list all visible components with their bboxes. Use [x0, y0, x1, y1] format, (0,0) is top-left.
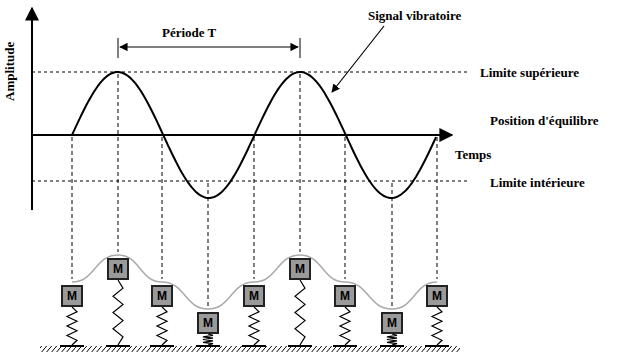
period-arrow: [120, 46, 298, 47]
lower-limit-line: [32, 181, 470, 182]
mass-label: M: [432, 290, 442, 302]
projection-line: [208, 183, 209, 306]
mass-label: M: [113, 263, 123, 275]
mass-block: M: [61, 285, 83, 307]
projection-line: [254, 137, 255, 279]
spring: [249, 307, 259, 345]
time-axis-label: Temps: [455, 148, 491, 161]
upper-limit-label: Limite supérieure: [480, 66, 579, 79]
mass-block: M: [151, 285, 173, 307]
upper-limit-line: [32, 72, 470, 73]
period-label: Période T: [162, 26, 216, 39]
spring: [295, 280, 305, 345]
projection-line: [118, 74, 119, 252]
lower-limit-label: Limite intérieure: [490, 176, 585, 189]
mass-block: M: [107, 258, 129, 280]
mass-block: M: [381, 312, 403, 334]
signal-label: Signal vibratoire: [368, 9, 461, 22]
spring: [67, 307, 77, 345]
spring: [203, 334, 213, 345]
projection-line: [162, 137, 163, 279]
projection-line: [392, 183, 393, 306]
mass-block: M: [334, 285, 356, 307]
mass-label: M: [387, 317, 397, 329]
mass-block: M: [426, 285, 448, 307]
mass-block: M: [289, 258, 311, 280]
equilibrium-label: Position d'équilibre: [490, 114, 598, 127]
mass-label: M: [67, 290, 77, 302]
ground-hatch: [40, 346, 460, 352]
spring: [432, 307, 442, 345]
spring: [387, 334, 397, 345]
projection-line: [72, 137, 73, 279]
pointer-arrow: [332, 26, 384, 92]
mass-label: M: [340, 290, 350, 302]
spring: [340, 307, 350, 345]
spring: [113, 280, 123, 345]
mass-label: M: [295, 263, 305, 275]
mass-block: M: [197, 312, 219, 334]
x-axis: [32, 134, 452, 136]
projection-line: [437, 137, 438, 279]
spring: [157, 307, 167, 345]
projection-line: [300, 74, 301, 252]
axis-title: Amplitude: [3, 42, 16, 101]
y-axis: [31, 8, 33, 210]
mass-label: M: [249, 290, 259, 302]
mass-label: M: [203, 317, 213, 329]
mass-label: M: [157, 290, 167, 302]
mass-block: M: [243, 285, 265, 307]
projection-line: [345, 137, 346, 279]
